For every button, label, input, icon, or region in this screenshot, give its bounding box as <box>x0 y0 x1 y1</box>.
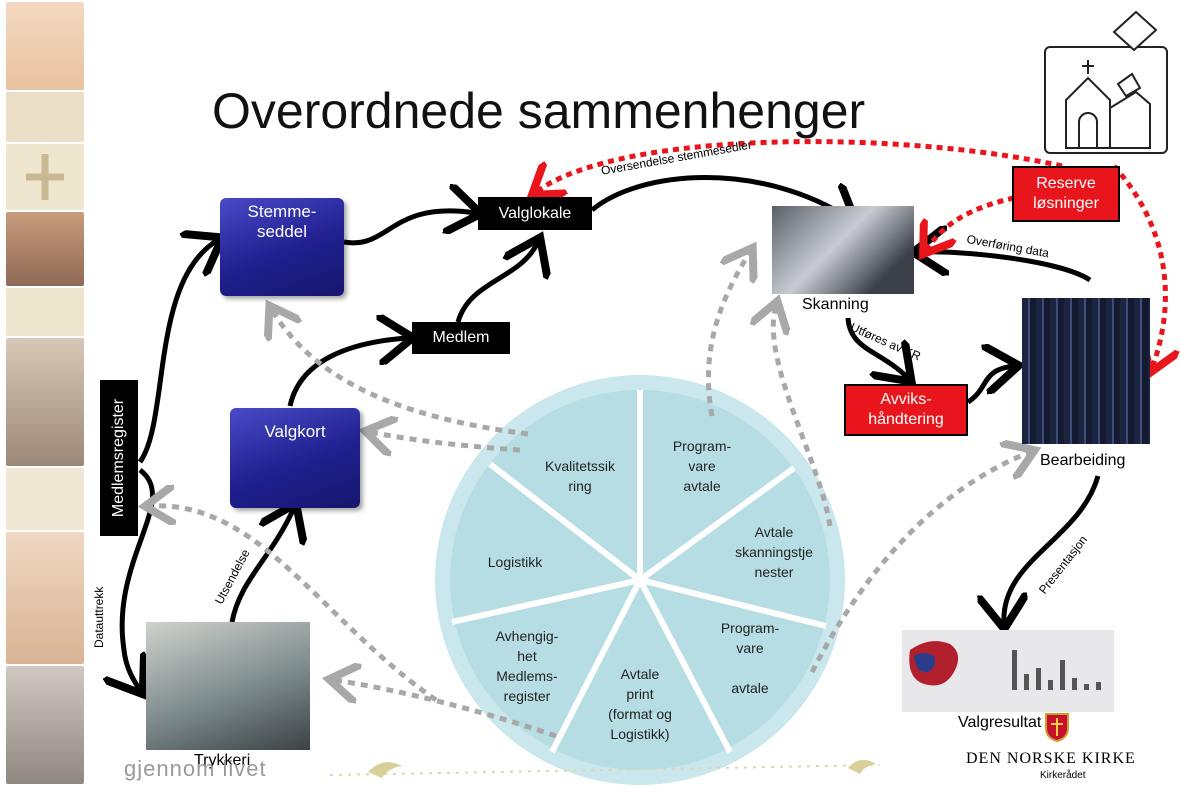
dove-tile <box>6 288 84 336</box>
church-icon <box>1065 60 1151 149</box>
kirke-shield-icon <box>1044 712 1070 742</box>
decor-tile <box>6 92 84 142</box>
hands-photo <box>6 532 84 664</box>
ballot-icon <box>1108 10 1158 52</box>
datauttrekk-label: Datauttrekk <box>92 586 106 648</box>
segment-avtale-print: Avtale print (format og Logistikk) <box>608 666 672 742</box>
segment-kvalitetssikring: Kvalitetssik ring <box>544 458 616 494</box>
photo-strip <box>0 0 90 787</box>
skanning-label: Skanning <box>802 296 869 313</box>
result-chart-photo <box>902 630 1114 712</box>
dove-icon <box>368 762 402 778</box>
avvik-box: Avviks- håndtering <box>844 384 968 436</box>
slogan: gjennom livet <box>124 756 267 781</box>
valglokale-box: Valglokale <box>478 197 592 230</box>
church-logo <box>1044 46 1168 154</box>
cross-icon <box>26 154 64 200</box>
page-title: Overordnede sammenhenger <box>212 83 866 139</box>
server-room-photo <box>1022 298 1150 444</box>
medlemsregister-label: Medlemsregister <box>110 398 128 518</box>
stemmeseddel-box: Stemme- seddel <box>220 198 344 296</box>
reserve-box: Reserve løsninger <box>1012 166 1120 222</box>
bearbeiding-label: Bearbeiding <box>1040 452 1126 469</box>
medlemsregister-box: Medlemsregister <box>100 380 138 536</box>
trykkeri-label: Trykkeri <box>194 752 251 769</box>
valgkort-box: Valgkort <box>230 408 360 508</box>
flow-arrows <box>122 175 1101 691</box>
org-sub: Kirkerådet <box>1040 770 1086 781</box>
org-name: DEN NORSKE KIRKE <box>966 750 1136 767</box>
dove-icon-2 <box>848 759 876 774</box>
reserve-arrows <box>536 139 1165 368</box>
medlem-box: Medlem <box>412 322 510 354</box>
segment-avtale-skanning: Avtale skanningstje nester <box>735 524 813 580</box>
scanner-photo <box>772 206 914 294</box>
valgresultat-label: Valgresultat <box>958 714 1042 731</box>
cross-tile <box>6 144 84 210</box>
couple-photo <box>6 338 84 466</box>
segment-logistikk: Logistikk <box>487 554 543 570</box>
baby-photo <box>6 2 84 90</box>
printer-photo <box>146 622 310 750</box>
segment-programvare: Program- vare avtale <box>720 620 780 696</box>
process-wheel <box>435 375 845 785</box>
elder-photo <box>6 666 84 784</box>
segment-avhengighet: Avhengig- het Medlems- register <box>495 628 559 704</box>
dove-trail <box>329 764 881 776</box>
decor-tile-2 <box>6 468 84 530</box>
kids-photo <box>6 212 84 286</box>
segment-programvare-avtale: Program- vare avtale <box>672 438 732 494</box>
dependency-arrows <box>150 252 1030 739</box>
result-mini-chart <box>909 641 1101 690</box>
